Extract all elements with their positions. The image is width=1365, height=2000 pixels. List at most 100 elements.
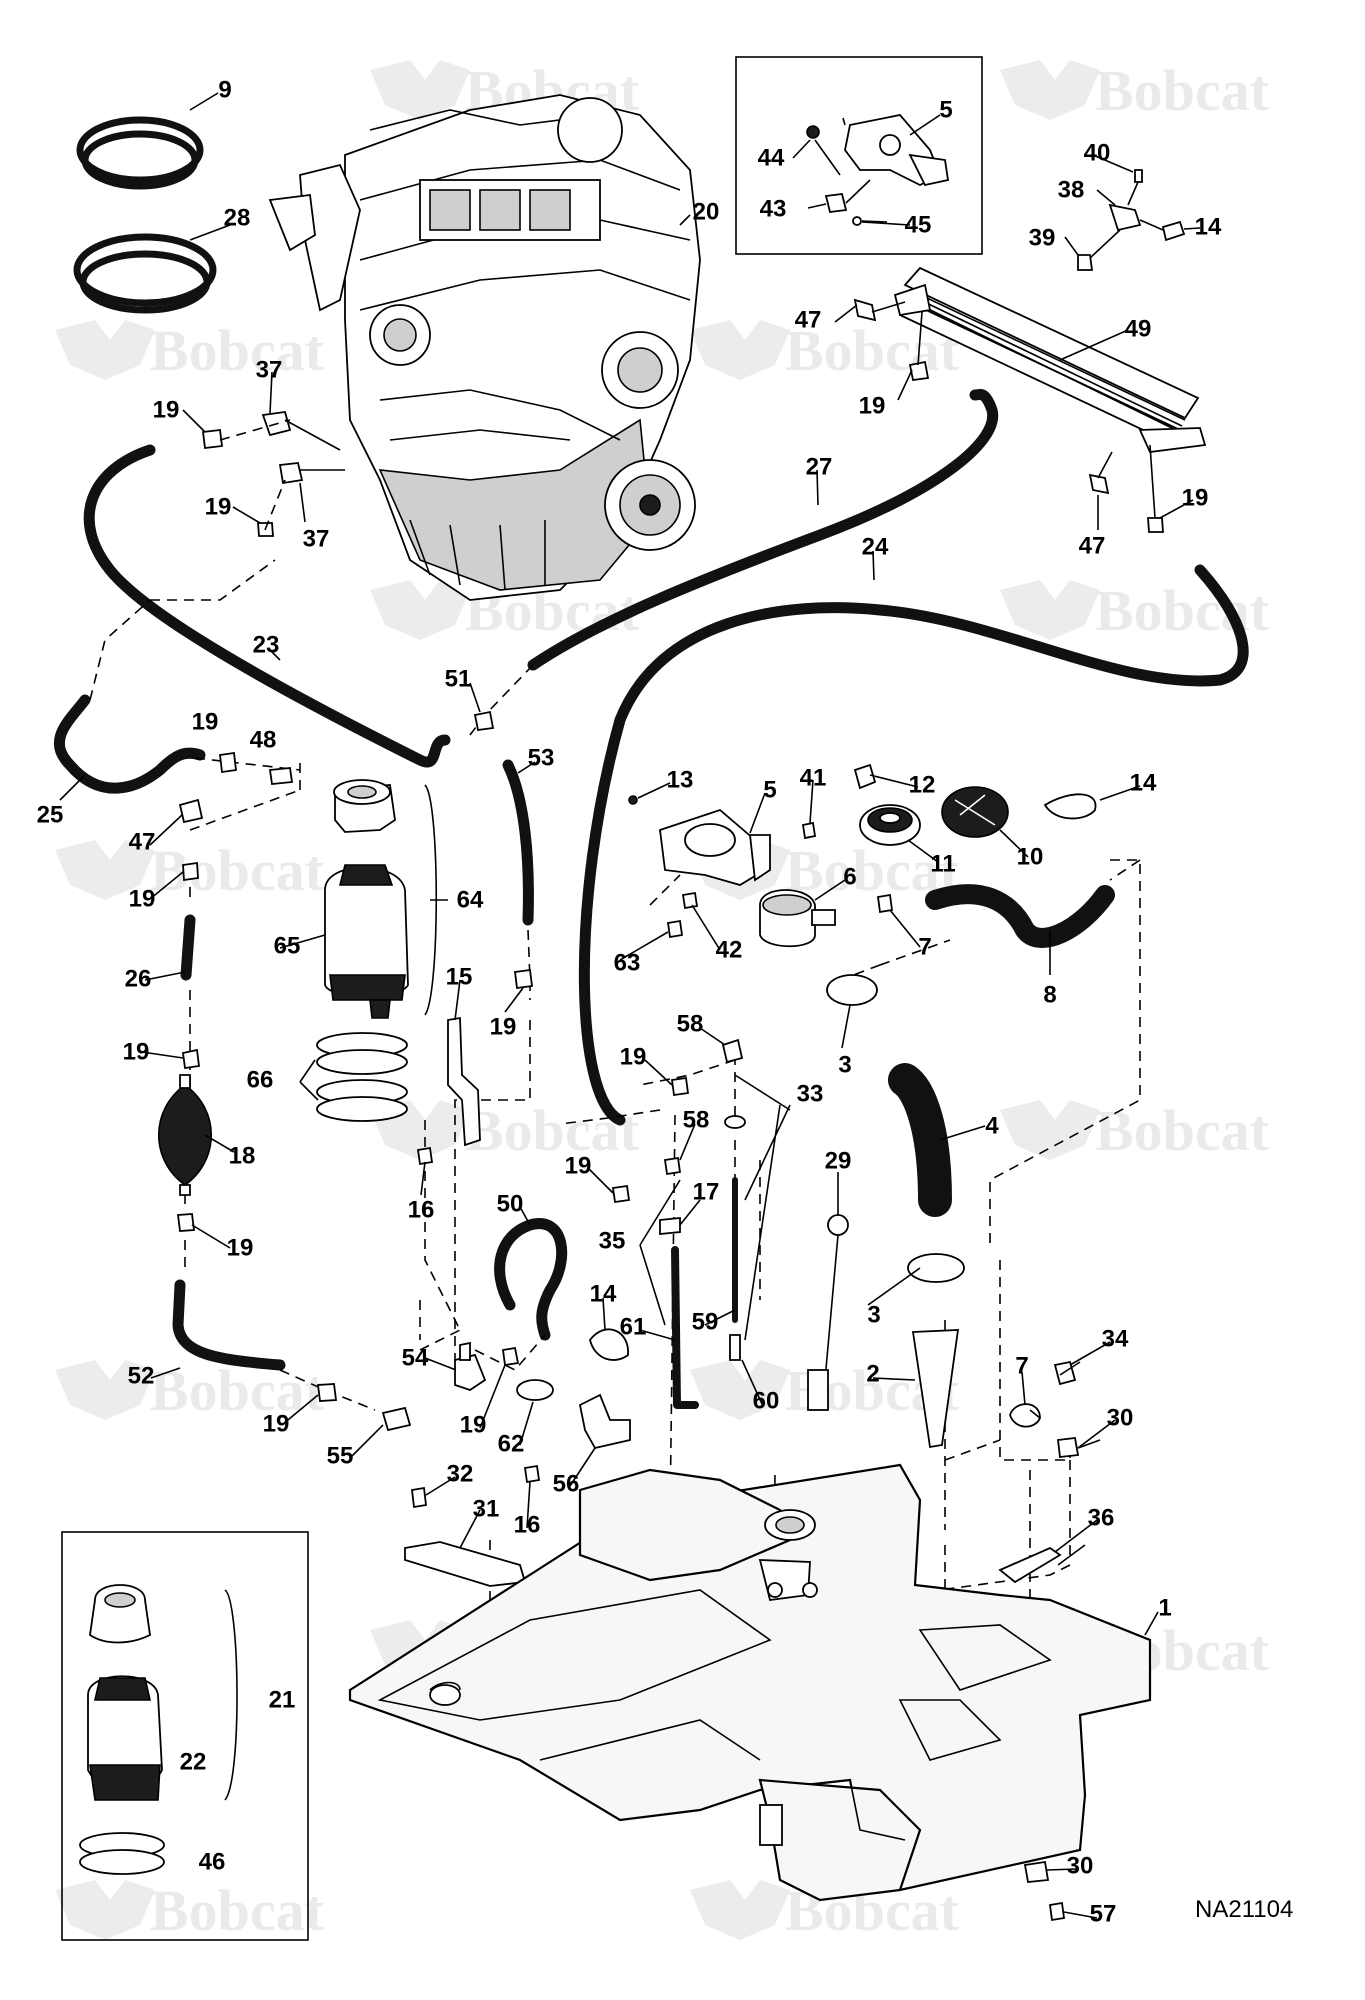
connector-51 bbox=[473, 710, 495, 732]
callout-14: 14 bbox=[1195, 214, 1222, 241]
callout-19: 19 bbox=[123, 1039, 150, 1066]
bracket-15 bbox=[447, 1016, 481, 1147]
callout-27: 27 bbox=[806, 454, 833, 481]
callout-21: 21 bbox=[269, 1687, 296, 1714]
callout-51: 51 bbox=[445, 666, 472, 693]
callout-10: 10 bbox=[1017, 844, 1044, 871]
callout-6: 6 bbox=[843, 864, 856, 891]
callout-29: 29 bbox=[825, 1148, 852, 1175]
callout-3: 3 bbox=[838, 1052, 851, 1079]
fitting-34 bbox=[1053, 1360, 1077, 1386]
elbow-55 bbox=[381, 1406, 412, 1432]
callout-40: 40 bbox=[1084, 140, 1111, 167]
leader-lines bbox=[59, 92, 1201, 1919]
callout-15: 15 bbox=[446, 964, 473, 991]
callout-19: 19 bbox=[263, 1411, 290, 1438]
clip-19-d bbox=[182, 861, 199, 882]
callout-19: 19 bbox=[565, 1153, 592, 1180]
callout-47: 47 bbox=[795, 307, 822, 334]
callout-66: 66 bbox=[247, 1067, 274, 1094]
clip-19-h bbox=[513, 968, 534, 990]
strap-14-b bbox=[1043, 793, 1097, 820]
fuel-cap-11 bbox=[859, 804, 921, 846]
clip-19-c bbox=[219, 751, 237, 774]
rivet-13 bbox=[628, 795, 638, 805]
callout-43: 43 bbox=[760, 196, 787, 223]
hose-4 bbox=[888, 1063, 952, 1217]
pipe-61 bbox=[671, 1246, 699, 1409]
callout-22: 22 bbox=[180, 1749, 207, 1776]
clip-19-a bbox=[201, 429, 224, 449]
svg-text:Bobcat: Bobcat bbox=[1095, 1098, 1270, 1163]
clip-19-k bbox=[501, 1346, 520, 1367]
plate-31 bbox=[404, 1541, 527, 1587]
callout-2: 2 bbox=[866, 1361, 879, 1388]
elbow-58-a bbox=[721, 1038, 744, 1064]
clip-19-right bbox=[1147, 517, 1164, 533]
plug-57 bbox=[1048, 1901, 1066, 1922]
svg-text:Bobcat: Bobcat bbox=[150, 318, 325, 383]
elbow-37-b bbox=[278, 462, 304, 485]
callout-16: 16 bbox=[408, 1197, 435, 1224]
bolt-16-b bbox=[523, 1464, 541, 1484]
clip-19-f bbox=[176, 1213, 196, 1232]
callout-64: 64 bbox=[457, 887, 484, 914]
callout-45: 45 bbox=[905, 212, 932, 239]
callout-61: 61 bbox=[620, 1314, 647, 1341]
callout-19: 19 bbox=[192, 709, 219, 736]
bracket-56 bbox=[578, 1393, 631, 1450]
hose-50 bbox=[494, 1218, 568, 1341]
callout-47: 47 bbox=[129, 829, 156, 856]
callout-31: 31 bbox=[473, 1496, 500, 1523]
grommet-17 bbox=[659, 1217, 681, 1235]
callout-62: 62 bbox=[498, 1431, 525, 1458]
callout-14: 14 bbox=[590, 1281, 617, 1308]
callout-37: 37 bbox=[303, 526, 330, 553]
callout-14: 14 bbox=[1130, 770, 1157, 797]
callout-30: 30 bbox=[1107, 1405, 1134, 1432]
callout-5: 5 bbox=[763, 777, 776, 804]
callout-58: 58 bbox=[683, 1107, 710, 1134]
clip-44 bbox=[806, 125, 820, 139]
hose-25 bbox=[53, 694, 206, 794]
clip-43 bbox=[824, 193, 848, 213]
callout-8: 8 bbox=[1043, 982, 1056, 1009]
clip-12 bbox=[853, 763, 877, 790]
hose-26 bbox=[180, 914, 196, 981]
callout-30: 30 bbox=[1067, 1853, 1094, 1880]
callout-39: 39 bbox=[1029, 225, 1056, 252]
callout-35: 35 bbox=[599, 1228, 626, 1255]
callout-60: 60 bbox=[753, 1388, 780, 1415]
clip-19-g bbox=[316, 1383, 338, 1402]
drawing-number: NA21104 bbox=[1195, 1896, 1293, 1923]
callout-59: 59 bbox=[692, 1309, 719, 1336]
bracket-5-center bbox=[659, 808, 771, 886]
fuel-cooler-49 bbox=[893, 266, 1207, 453]
clamp-62 bbox=[516, 1379, 554, 1401]
bracket-5-inset bbox=[844, 114, 950, 187]
primer-bulb-18 bbox=[157, 1074, 213, 1196]
callout-19: 19 bbox=[129, 886, 156, 913]
callout-19: 19 bbox=[859, 393, 886, 420]
callout-44: 44 bbox=[758, 145, 785, 172]
engine bbox=[268, 94, 701, 601]
clip-63 bbox=[666, 919, 684, 939]
watermark: Bobcat bbox=[55, 1878, 325, 1943]
callout-19: 19 bbox=[153, 397, 180, 424]
screw-41 bbox=[801, 821, 817, 840]
pipe-60-stub bbox=[729, 1334, 741, 1361]
callout-26: 26 bbox=[125, 966, 152, 993]
clip-19-i bbox=[670, 1076, 690, 1097]
callout-4: 4 bbox=[985, 1113, 999, 1140]
plug-30-a bbox=[1057, 1437, 1080, 1458]
callout-36: 36 bbox=[1088, 1505, 1115, 1532]
clamp-3-b bbox=[907, 1253, 965, 1283]
strap-14-c bbox=[589, 1328, 629, 1361]
svg-text:Bobcat: Bobcat bbox=[150, 838, 325, 903]
valve-54 bbox=[454, 1341, 487, 1391]
callout-49: 49 bbox=[1125, 316, 1152, 343]
callout-63: 63 bbox=[614, 950, 641, 977]
callout-5: 5 bbox=[939, 97, 952, 124]
